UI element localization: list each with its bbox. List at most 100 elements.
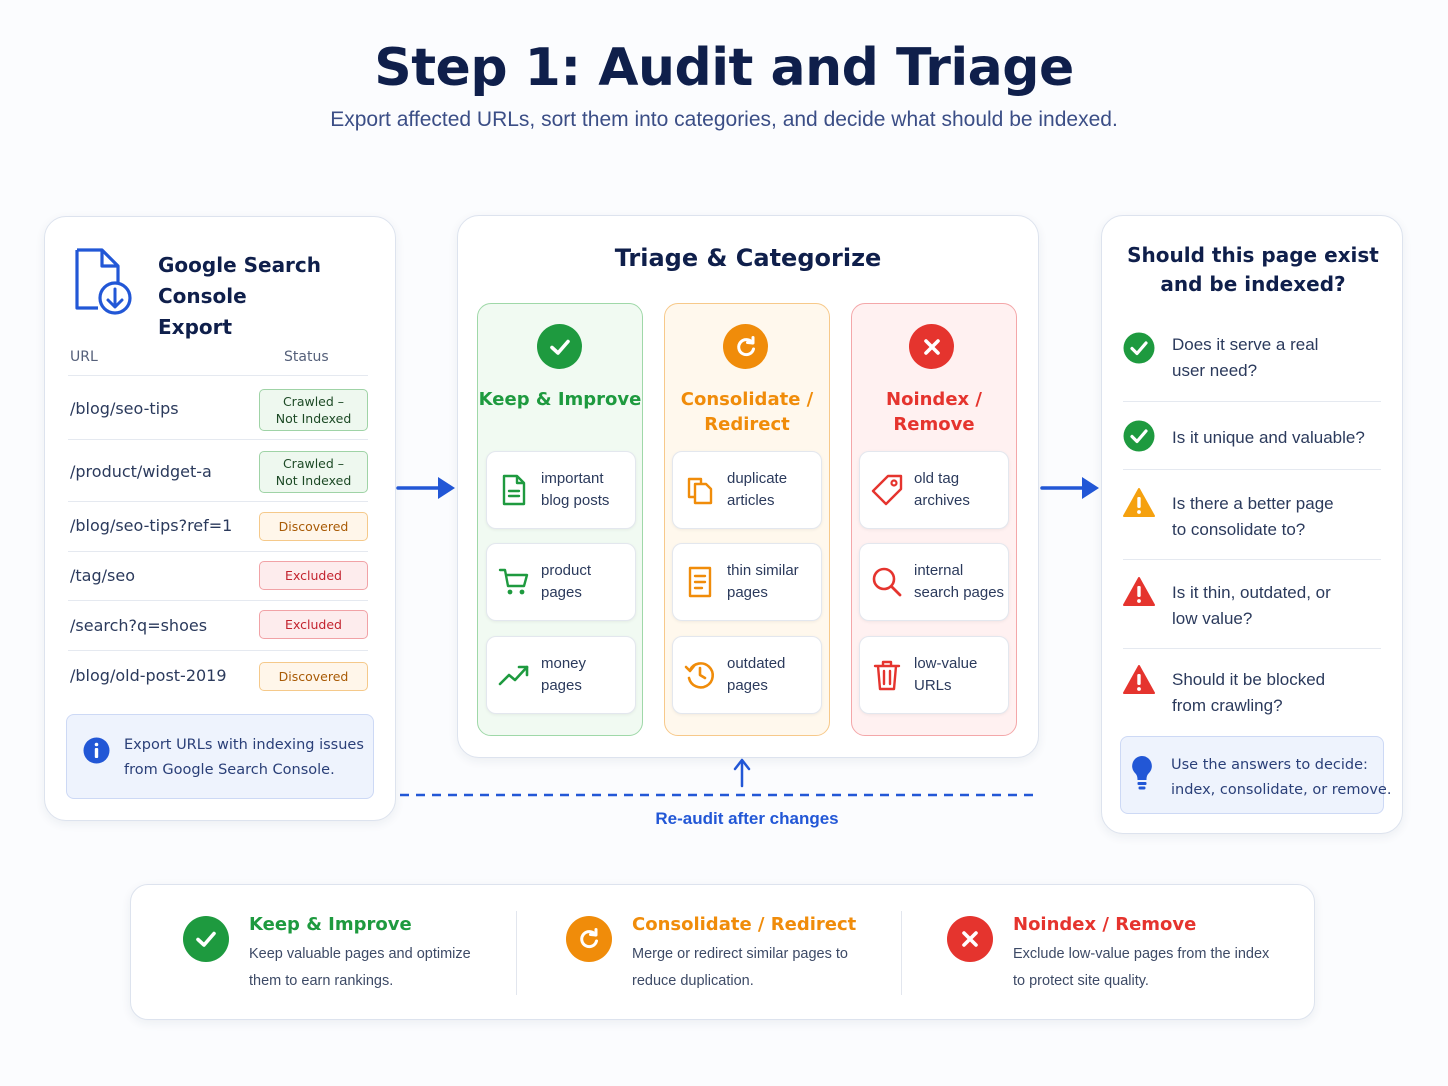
legend-line1: Exclude low-value pages from the index <box>1013 946 1270 962</box>
questions-title-line1: Should this page exist <box>1127 243 1379 267</box>
divider <box>1123 559 1381 560</box>
item-line1: thin similar <box>727 562 799 579</box>
item-line1: low-value <box>914 655 978 672</box>
item-line1: internal <box>914 562 964 579</box>
questions-title-line2: and be indexed? <box>1160 272 1346 296</box>
check-circle-icon <box>1122 331 1156 365</box>
redirect-circle-icon <box>723 324 768 369</box>
divider <box>1123 648 1381 649</box>
note-line2: from Google Search Console. <box>124 762 335 778</box>
question-line1: Is there a better page <box>1172 494 1334 513</box>
table-row-url: /blog/old-post-2019 <box>70 666 227 685</box>
heading-line1: Keep & Improve <box>478 389 642 410</box>
legend-title-consolidate: Consolidate / Redirect <box>632 914 857 935</box>
legend-desc-consolidate: Merge or redirect similar pages to reduc… <box>632 941 872 995</box>
divider <box>68 650 368 651</box>
legend-desc-keep: Keep valuable pages and optimize them to… <box>249 941 489 995</box>
legend-title-keep: Keep & Improve <box>249 914 412 935</box>
status-line2: Not Indexed <box>275 473 352 488</box>
cart-icon <box>498 568 529 595</box>
table-row-url: /blog/seo-tips <box>70 399 179 418</box>
question-line1: Should it be blocked <box>1172 670 1326 689</box>
list-item: old tag archives <box>859 451 1009 529</box>
trend-up-icon <box>498 665 529 686</box>
item-line1: old tag <box>914 470 960 487</box>
item-line1: duplicate <box>727 470 788 487</box>
questions-panel <box>1101 215 1403 834</box>
status-badge: Discovered <box>259 662 368 691</box>
heading-line2: Redirect <box>704 414 790 435</box>
item-line1: important <box>541 470 604 487</box>
question-line1: Is it thin, outdated, or <box>1172 583 1331 602</box>
note-line1: Export URLs with indexing issues <box>124 737 364 753</box>
item-line2: URLs <box>914 677 952 694</box>
legend-desc-noindex: Exclude low-value pages from the index t… <box>1013 941 1283 995</box>
status-line1: Excluded <box>285 568 342 583</box>
column-header-url: URL <box>70 349 98 365</box>
tip-line2: index, consolidate, or remove. <box>1171 782 1392 798</box>
question-item: Should it be blocked from crawling? <box>1172 667 1325 719</box>
item-line2: articles <box>727 492 775 509</box>
status-badge: Excluded <box>259 610 368 639</box>
table-row-url: /blog/seo-tips?ref=1 <box>70 516 233 535</box>
export-panel-title: Google Search Console Export <box>158 250 388 343</box>
status-line1: Excluded <box>285 617 342 632</box>
divider <box>68 551 368 552</box>
legend-line2: them to earn rankings. <box>249 973 394 989</box>
search-icon <box>872 567 902 597</box>
history-icon <box>684 662 714 689</box>
legend-panel <box>130 884 1315 1020</box>
legend-line2: to protect site quality. <box>1013 973 1149 989</box>
copy-icon <box>687 477 713 505</box>
info-note-text: Export URLs with indexing issues from Go… <box>124 733 364 783</box>
triage-title: Triage & Categorize <box>614 244 882 272</box>
check-circle-icon <box>537 324 582 369</box>
lightbulb-icon <box>1132 756 1152 790</box>
status-badge: Crawled – Not Indexed <box>259 389 368 431</box>
category-heading: Keep & Improve <box>477 387 643 412</box>
item-line1: money <box>541 655 587 672</box>
info-note <box>66 714 374 799</box>
divider <box>68 501 368 502</box>
reaudit-loop-line <box>400 758 1038 797</box>
export-title-line2: Export <box>158 315 233 339</box>
question-item: Is there a better page to consolidate to… <box>1172 491 1334 543</box>
item-line2: blog posts <box>541 492 610 509</box>
legend-line1: Merge or redirect similar pages to <box>632 946 848 962</box>
tip-line1: Use the answers to decide: <box>1171 757 1368 773</box>
status-badge: Discovered <box>259 512 368 541</box>
divider <box>1123 401 1381 402</box>
item-line1: outdated <box>727 655 786 672</box>
divider <box>1123 469 1381 470</box>
info-icon <box>83 737 110 764</box>
item-line2: archives <box>914 492 970 509</box>
check-circle-icon <box>1122 419 1156 453</box>
status-badge: Excluded <box>259 561 368 590</box>
reaudit-label: Re-audit after changes <box>655 809 839 828</box>
question-line2: user need? <box>1172 361 1258 380</box>
legend-title-noindex: Noindex / Remove <box>1013 914 1197 935</box>
tip-note <box>1120 736 1384 814</box>
tag-icon <box>871 474 903 506</box>
document-icon <box>502 474 526 506</box>
heading-line1: Consolidate / <box>680 389 814 410</box>
redirect-circle-icon <box>566 916 612 962</box>
legend-divider <box>516 911 517 995</box>
x-circle-icon <box>947 916 993 962</box>
question-item: Is it thin, outdated, or low value? <box>1172 580 1331 632</box>
tip-note-text: Use the answers to decide: index, consol… <box>1171 753 1391 803</box>
status-line1: Discovered <box>278 519 349 534</box>
status-line1: Discovered <box>278 669 349 684</box>
status-badge: Crawled – Not Indexed <box>259 451 368 493</box>
item-line2: search pages <box>914 584 1005 601</box>
warning-icon <box>1122 486 1156 520</box>
legend-divider <box>901 911 902 995</box>
legend-line1: Keep valuable pages and optimize <box>249 946 471 962</box>
list-item: duplicate articles <box>672 451 822 529</box>
list-item: internal search pages <box>859 543 1009 621</box>
category-heading: Consolidate / Redirect <box>664 387 830 437</box>
